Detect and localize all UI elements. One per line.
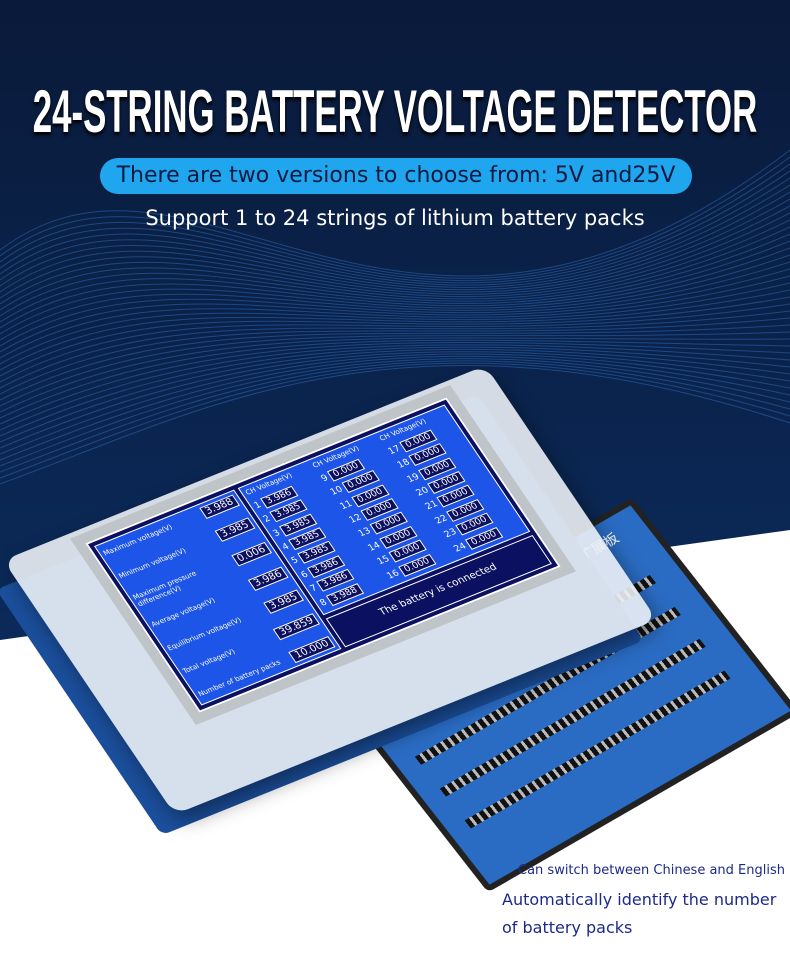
wave-line: [0, 205, 790, 299]
wave-line: [0, 149, 790, 277]
wave-line: [0, 233, 790, 323]
summary-value: 3.988: [198, 494, 241, 520]
wave-line: [0, 226, 790, 317]
wave-line: [0, 362, 790, 479]
wave-line: [0, 348, 790, 443]
wave-line: [0, 351, 790, 449]
wave-line: [0, 170, 790, 284]
wave-line: [0, 198, 790, 293]
wave-line: [0, 344, 790, 431]
wave-line: [0, 303, 790, 383]
wave-line: [0, 261, 790, 347]
wave-line: [0, 254, 790, 341]
wave-line: [0, 163, 790, 282]
wave-line: [0, 355, 790, 461]
page-title: 24-STRING BATTERY VOLTAGE DETECTOR: [32, 78, 758, 145]
summary-value: 10.000: [288, 635, 336, 664]
wave-line: [0, 339, 790, 419]
summary-value: 0.006: [230, 541, 273, 567]
wave-line: [0, 342, 790, 425]
wave-line: [0, 353, 790, 455]
wave-line: [0, 240, 790, 329]
wave-line: [0, 177, 790, 286]
wave-line: [0, 337, 790, 413]
wave-line: [0, 184, 790, 288]
wave-line: [0, 360, 790, 473]
wave-line: [0, 364, 790, 485]
wave-line: [0, 219, 790, 311]
wave-line: [0, 275, 790, 359]
wave-line: [0, 247, 790, 335]
wave-line: [0, 268, 790, 353]
wave-line: [0, 212, 790, 305]
wave-line: [0, 324, 790, 401]
wave-line: [0, 358, 790, 467]
summary-value: 39.859: [272, 612, 321, 640]
wave-line: [0, 289, 790, 371]
wave-line: [0, 331, 790, 407]
identify-note: Automatically identify the number of bat…: [502, 890, 777, 937]
support-text: Support 1 to 24 strings of lithium batte…: [145, 206, 645, 230]
wave-line: [0, 156, 790, 279]
summary-value: 3.986: [247, 566, 289, 592]
versions-banner: There are two versions to choose from: 5…: [100, 158, 692, 194]
summary-value: 3.985: [263, 589, 305, 615]
wave-line: [0, 310, 790, 389]
wave-line: [0, 191, 790, 291]
summary-value: 3.985: [214, 517, 256, 543]
wave-line: [0, 346, 790, 437]
language-note: Can switch between Chinese and English: [518, 863, 785, 878]
wave-line: [0, 296, 790, 377]
wave-line: [0, 317, 790, 395]
wave-line: [0, 282, 790, 365]
